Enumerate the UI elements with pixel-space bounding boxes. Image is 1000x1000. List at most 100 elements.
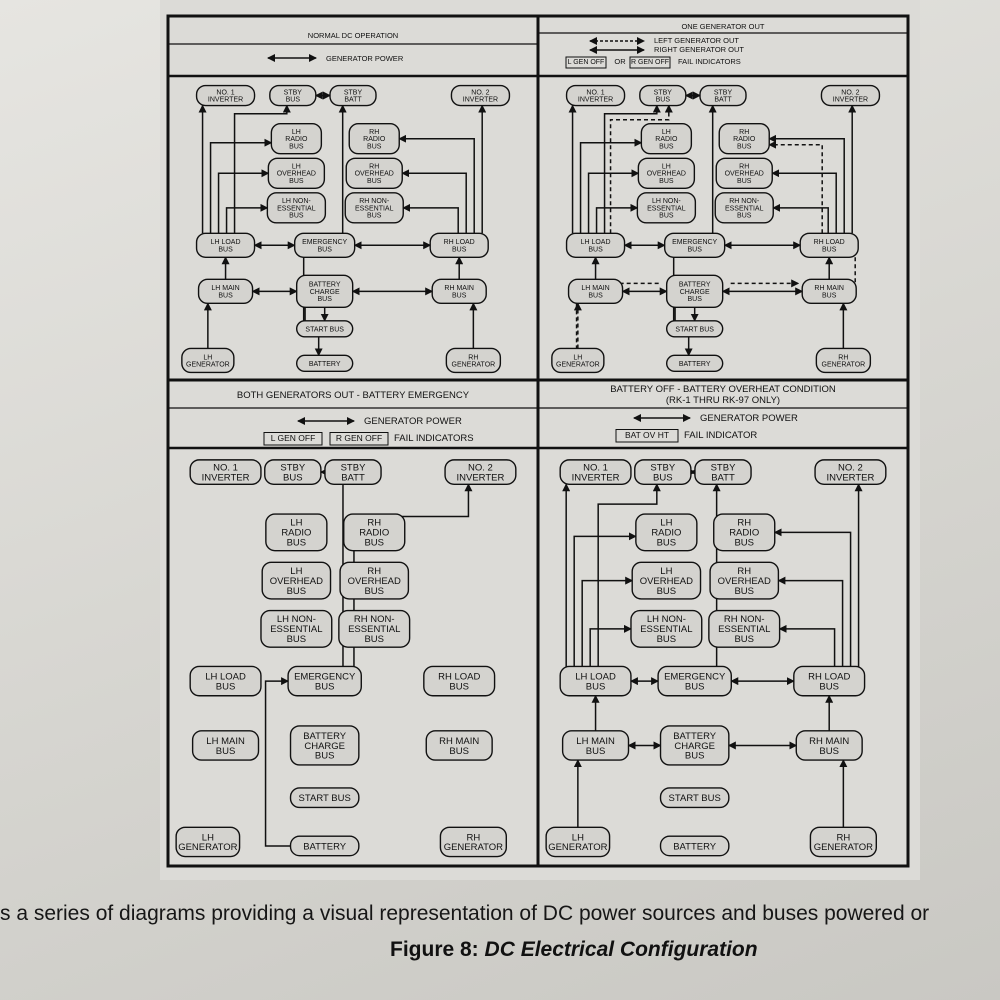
node-lh-ovh-label: LH — [662, 163, 671, 170]
lh-load-to-nonessential — [595, 203, 639, 234]
node-inv2-label: NO. 2 — [841, 89, 859, 96]
node-battery: BATTERY — [289, 835, 360, 857]
node-lh-ovh-label: BUS — [659, 178, 674, 185]
node-lh-ovh-label: OVERHEAD — [647, 171, 686, 178]
node-rh-load-label: RH LOAD — [438, 671, 480, 682]
rh-load-to-radio — [768, 134, 845, 234]
node-rh-ovh-label: RH — [739, 163, 749, 170]
node-rh-radio-label: RH — [369, 129, 379, 136]
node-rh-ne-label: RH NON- — [724, 614, 765, 625]
node-lh-ovh-label: BUS — [287, 586, 307, 597]
node-batt-charge-label: BUS — [685, 751, 705, 762]
panel-subtitle-batt-off: (RK-1 THRU RK-97 ONLY) — [666, 395, 780, 406]
node-lh-ne-label: ESSENTIAL — [640, 624, 692, 635]
node-lh-ne-label: BUS — [657, 634, 677, 645]
node-rh-gen-label: RH — [836, 832, 850, 843]
alt-to-standby — [609, 104, 673, 234]
node-lh-radio-label: LH — [292, 129, 301, 136]
node-lh-radio-label: RADIO — [651, 528, 681, 539]
node-emerg-label: BUS — [687, 246, 702, 253]
node-rh-ne-label: BUS — [737, 213, 752, 220]
figure-title: Figure 8: DC Electrical Configuration — [390, 938, 990, 962]
node-rh-ovh-label: OVERHEAD — [355, 171, 394, 178]
node-stby-bus-label: BUS — [653, 472, 673, 483]
rh-load-to-nonessential — [772, 203, 829, 234]
node-rh-main-label: RH MAIN — [814, 285, 844, 292]
node-rh-load-label: BUS — [452, 246, 467, 253]
node-rh-gen-label: GENERATOR — [452, 362, 496, 369]
node-inv1-label: INVERTER — [208, 97, 243, 104]
node-lh-ne-label: ESSENTIAL — [647, 205, 686, 212]
node-rh-ne-label: RH NON- — [359, 198, 390, 205]
node-lh-radio-label: RADIO — [285, 136, 308, 143]
node-start: START BUS — [289, 787, 360, 809]
node-start-label: START BUS — [669, 793, 721, 804]
node-battery-label: BATTERY — [309, 361, 341, 368]
node-lh-ovh-label: BUS — [289, 178, 304, 185]
node-lh-ovh-label: LH — [290, 566, 302, 577]
node-start: START BUS — [295, 320, 354, 338]
node-rh-ovh-label: OVERHEAD — [348, 576, 401, 587]
node-stby-bus-label: BUS — [286, 97, 301, 104]
node-lh-main-label: LH MAIN — [581, 285, 609, 292]
node-rh-load-label: BUS — [822, 246, 837, 253]
node-lh-radio-label: RADIO — [655, 136, 678, 143]
node-lh-main-label: BUS — [216, 746, 236, 757]
node-emerg-label: BUS — [317, 246, 332, 253]
node-lh-ovh-label: OVERHEAD — [277, 171, 316, 178]
node-lh-ne-label: LH NON- — [652, 198, 681, 205]
node-inv2-label: INVERTER — [463, 97, 498, 104]
node-rh-ne-label: ESSENTIAL — [725, 205, 764, 212]
node-emerg-label: EMERGENCY — [664, 671, 726, 682]
node-rh-ovh-label: BUS — [364, 586, 384, 597]
node-lh-radio-label: RADIO — [281, 528, 311, 539]
lh-load-to-standby — [233, 104, 291, 234]
legend-text-left-out: LEFT GENERATOR OUT — [654, 36, 739, 45]
node-rh-ne-label: RH NON- — [354, 614, 395, 625]
node-lh-main-label: LH MAIN — [206, 736, 245, 747]
node-rh-ovh-label: BUS — [734, 586, 754, 597]
node-lh-load-label: LH LOAD — [575, 671, 616, 682]
node-rh-ovh-label: RH — [737, 566, 751, 577]
node-lh-ne-label: LH NON- — [282, 198, 311, 205]
battery-to-emergency — [264, 677, 291, 847]
node-inv2-label: INVERTER — [827, 472, 875, 483]
node-inv2-label: INVERTER — [457, 472, 505, 483]
node-stby-bus-label: STBY — [650, 462, 675, 473]
node-emerg-label: EMERGENCY — [672, 239, 717, 246]
node-batt-charge-label: BUS — [315, 751, 335, 762]
node-rh-radio-label: BUS — [364, 538, 384, 549]
node-lh-gen-label: LH — [573, 354, 582, 361]
node-lh-radio-label: LH — [662, 129, 671, 136]
node-emerg-label: BUS — [685, 681, 705, 692]
node-rh-ne-label: ESSENTIAL — [718, 624, 770, 635]
node-rh-gen-label: GENERATOR — [814, 842, 873, 853]
node-battery: BATTERY — [665, 354, 724, 373]
node-lh-gen-label: GENERATOR — [178, 842, 237, 853]
